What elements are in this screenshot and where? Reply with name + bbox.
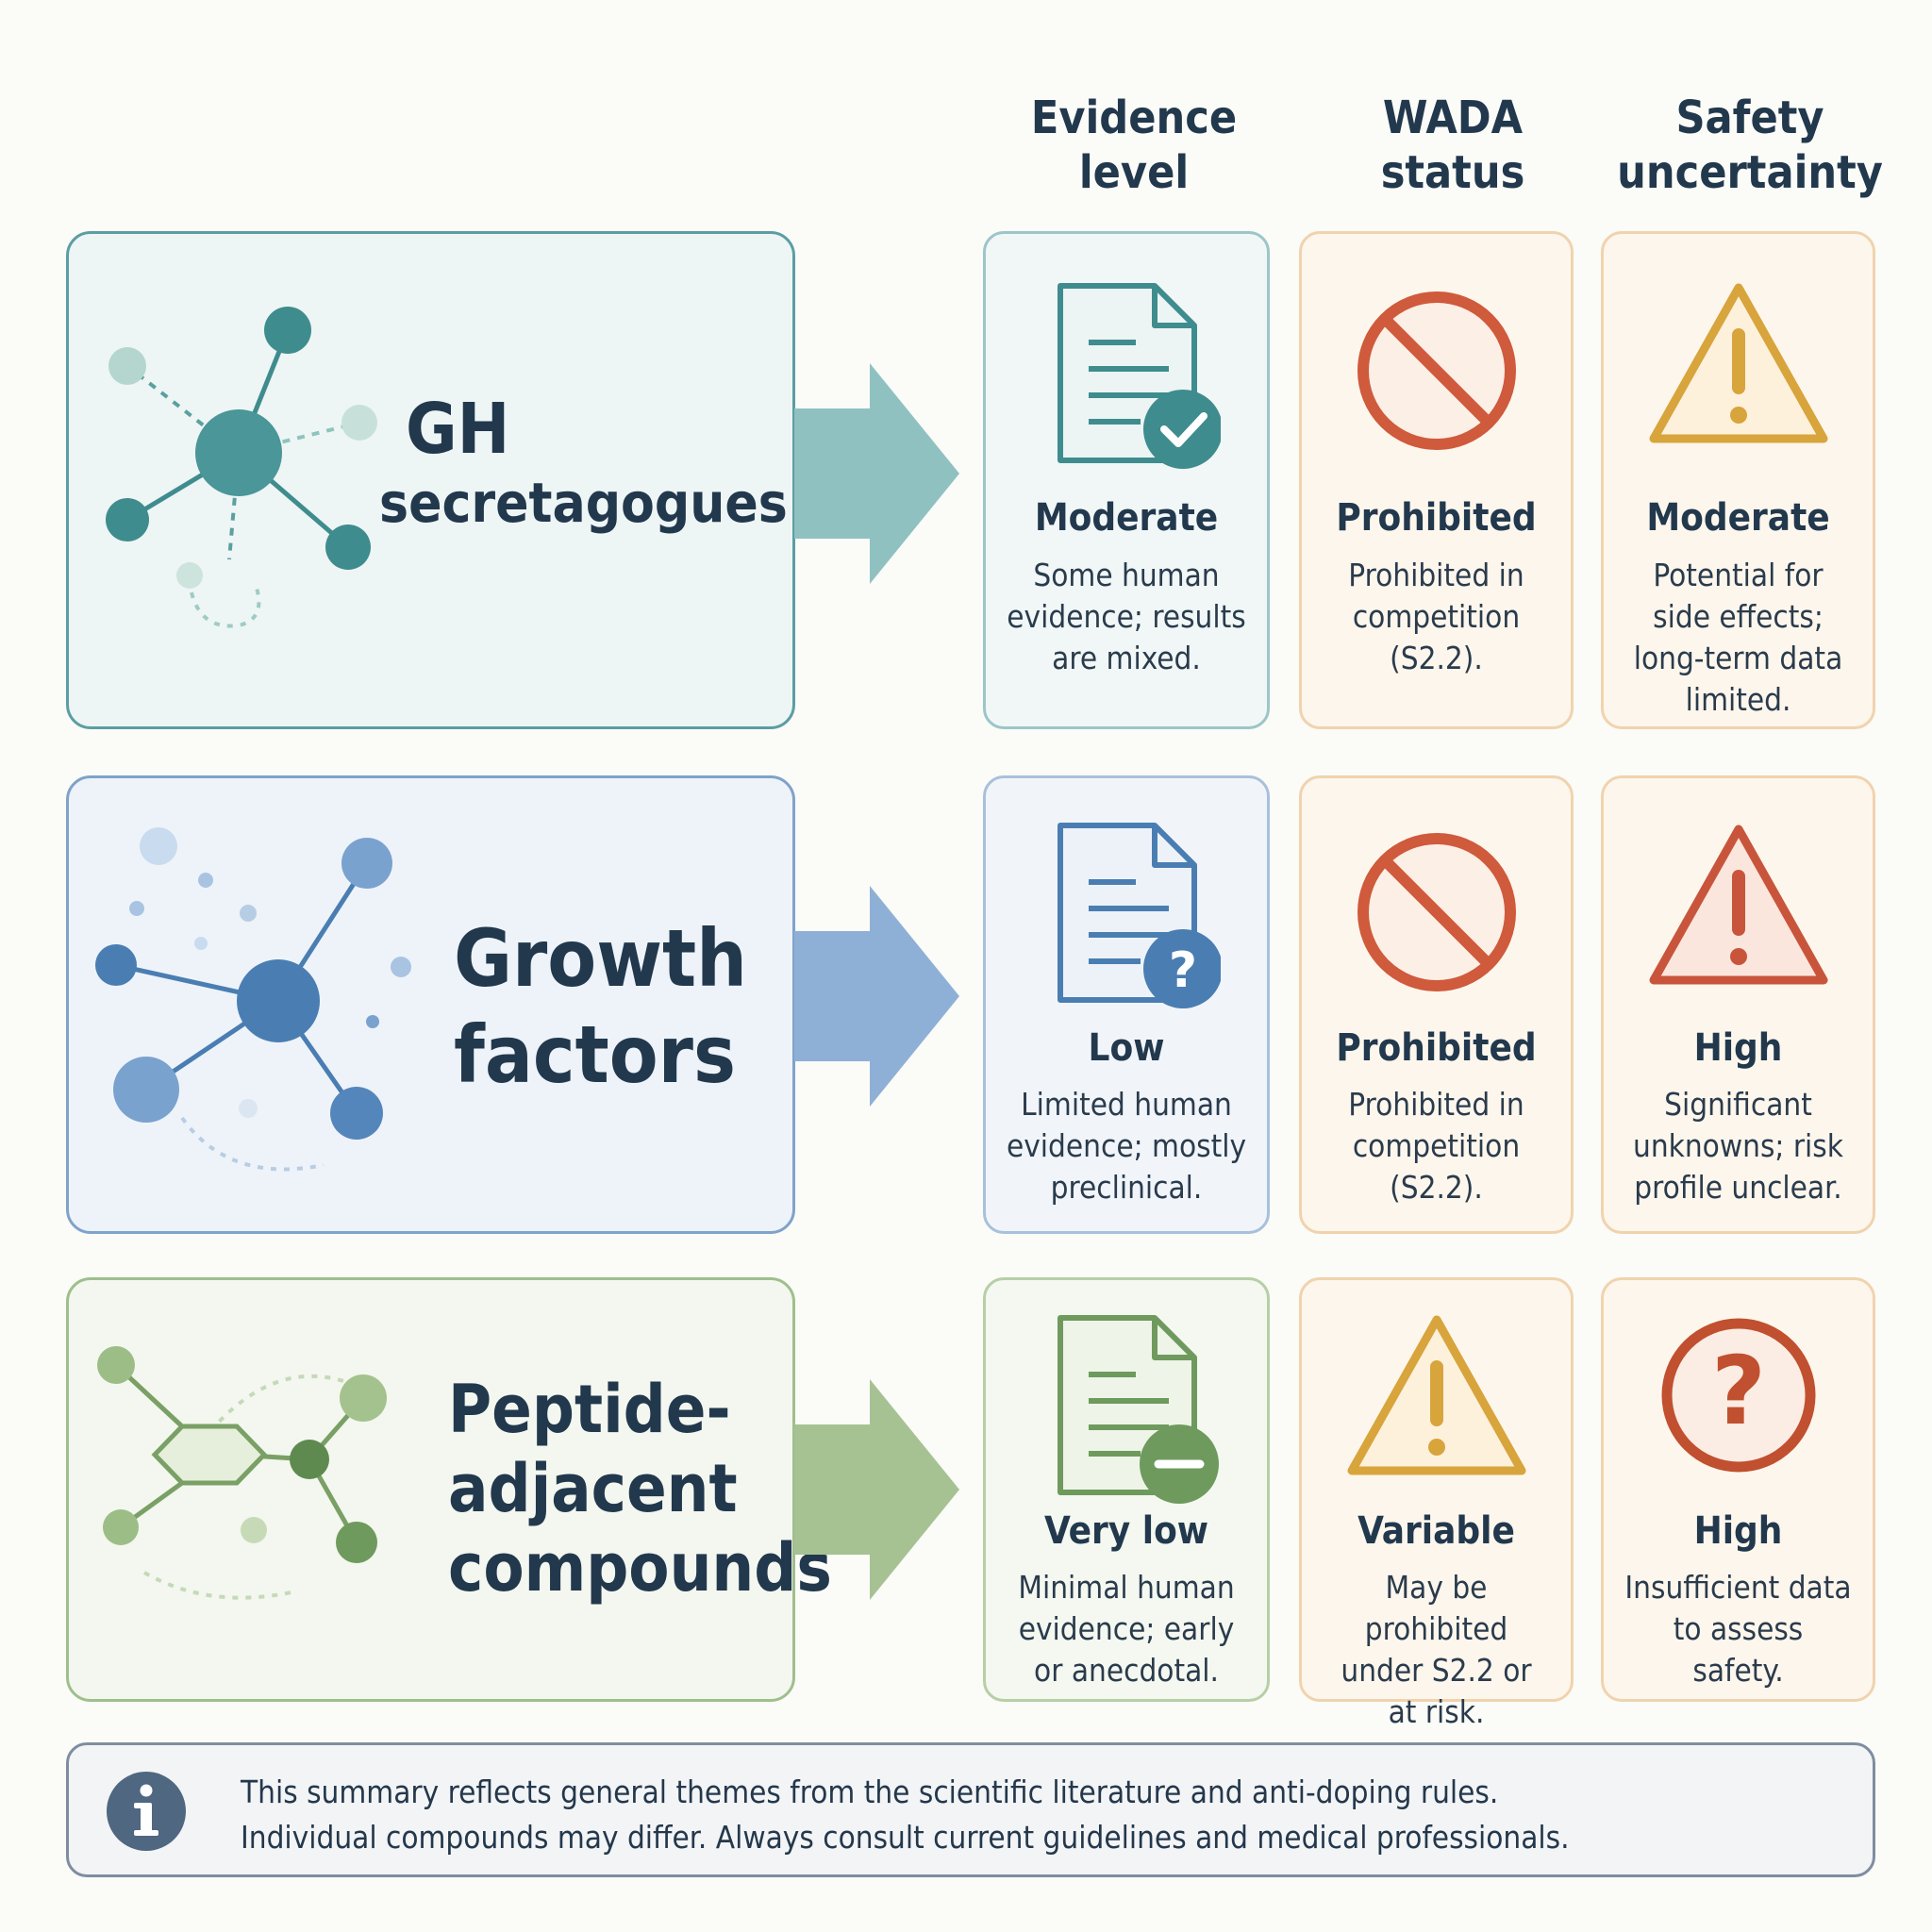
- evidence-label: Moderate: [1034, 496, 1219, 540]
- prohibited-icon: [1357, 291, 1516, 450]
- category-name: GH secretagogues: [379, 389, 788, 535]
- category-name: Growth factors: [454, 912, 747, 1101]
- prohibited-icon: [1357, 833, 1516, 991]
- evidence-label: Low: [1088, 1026, 1165, 1070]
- wada-label: Prohibited: [1336, 496, 1537, 540]
- row-gh-secretagogues: GH secretagogues Moderate So: [0, 231, 1932, 729]
- category-box-growth: Growth factors: [66, 775, 795, 1234]
- minus-badge-icon: [1140, 1424, 1219, 1504]
- molecule-icon: [95, 827, 411, 1172]
- document-icon: [1058, 283, 1221, 469]
- evidence-label: Very low: [1043, 1509, 1209, 1553]
- info-icon: [107, 1772, 186, 1851]
- category-box-peptide: Peptide- adjacent compounds: [66, 1277, 832, 1702]
- warning-triangle-icon: [1649, 283, 1827, 443]
- safety-label: Moderate: [1646, 496, 1830, 540]
- safety-label: High: [1693, 1026, 1783, 1070]
- row-peptide-adjacent: Peptide- adjacent compounds Very lo: [0, 1277, 1932, 1730]
- disclaimer-note: This summary reflects general themes fro…: [66, 1742, 1875, 1877]
- molecule-icon: [97, 1346, 387, 1600]
- warning-triangle-icon: [1649, 824, 1827, 985]
- document-icon: ?: [1058, 823, 1221, 1008]
- arrow-right-icon: [794, 1379, 959, 1600]
- svg-text:?: ?: [1710, 1336, 1765, 1446]
- wada-label: Prohibited: [1336, 1026, 1537, 1070]
- category-box-gh: GH secretagogues: [66, 231, 795, 729]
- document-icon: [1058, 1315, 1219, 1504]
- disclaimer-text: This summary reflects general themes fro…: [241, 1774, 1570, 1856]
- category-name: Peptide- adjacent compounds: [448, 1371, 832, 1607]
- arrow-right-icon: [794, 363, 959, 584]
- safety-label: High: [1693, 1509, 1783, 1553]
- row-growth-factors: Growth factors ? Low Limited: [0, 775, 1932, 1234]
- arrow-right-icon: [794, 886, 959, 1107]
- check-badge-icon: [1143, 390, 1221, 469]
- warning-triangle-icon: [1347, 1315, 1525, 1475]
- question-badge-icon: ?: [1143, 929, 1221, 1008]
- question-circle-icon: ?: [1661, 1318, 1815, 1473]
- svg-text:?: ?: [1169, 942, 1197, 999]
- wada-label: Variable: [1357, 1509, 1515, 1553]
- molecule-icon: [106, 307, 377, 628]
